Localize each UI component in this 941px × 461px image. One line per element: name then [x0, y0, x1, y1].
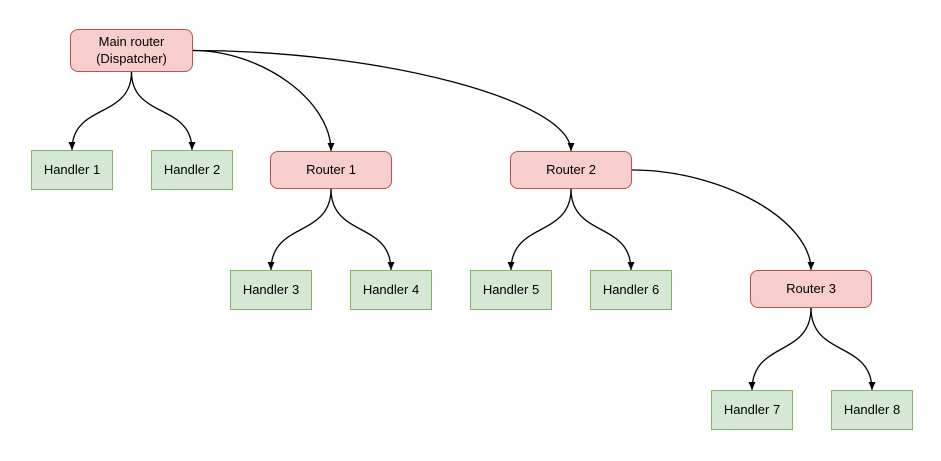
edge-main-router-to-handler-1 [68, 71, 133, 151]
edge-main-router-to-handler-2 [130, 71, 196, 151]
node-handler-2: Handler 2 [151, 150, 233, 190]
node-handler-1: Handler 1 [31, 150, 113, 190]
node-handler-8: Handler 8 [831, 390, 913, 430]
edge-router-2-to-handler-5 [507, 188, 572, 271]
node-handler-6: Handler 6 [590, 270, 672, 310]
edge-router-3-to-handler-8 [810, 307, 876, 391]
node-handler-7: Handler 7 [711, 390, 793, 430]
edge-router-1-to-handler-4 [330, 188, 395, 271]
edge-router-1-to-handler-3 [267, 188, 332, 271]
edge-router-2-to-router-3 [631, 169, 815, 271]
edge-router-3-to-handler-7 [748, 307, 812, 391]
node-router-1: Router 1 [270, 151, 392, 189]
node-main-router: Main router (Dispatcher) [70, 29, 193, 72]
node-handler-4: Handler 4 [350, 270, 432, 310]
edge-group [68, 49, 876, 391]
node-router-2: Router 2 [510, 151, 632, 189]
node-router-3: Router 3 [750, 270, 872, 308]
edge-main-router-to-router-2 [192, 49, 575, 152]
edge-main-router-to-router-1 [192, 49, 335, 152]
node-handler-3: Handler 3 [230, 270, 312, 310]
edge-router-2-to-handler-6 [570, 188, 635, 271]
node-handler-5: Handler 5 [470, 270, 552, 310]
